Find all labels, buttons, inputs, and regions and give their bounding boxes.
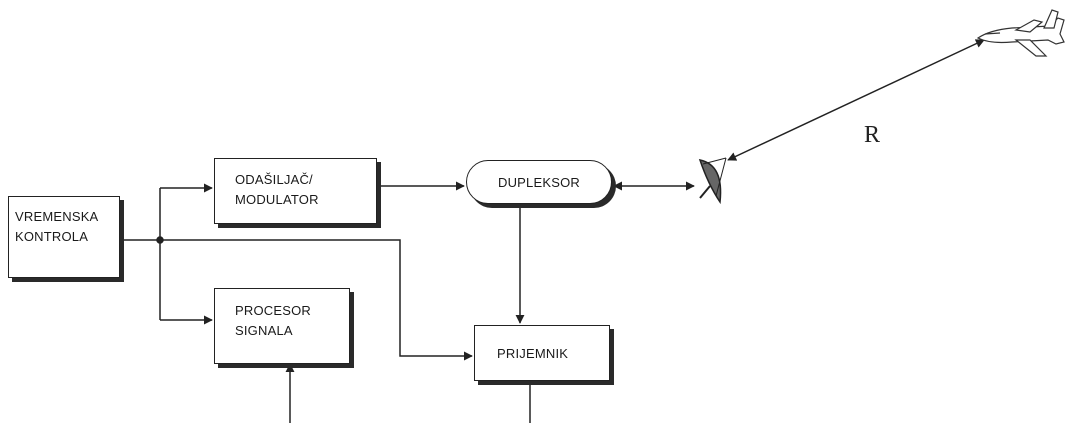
time-control-label-line2: KONTROLA xyxy=(15,229,89,244)
transmitter-label-line1: ODAŠILJAČ/ xyxy=(235,172,313,187)
duplexer-block: DUPLEKSOR xyxy=(466,160,612,204)
time-control-block: VREMENSKA KONTROLA xyxy=(8,196,120,278)
transmitter-label-line2: MODULATOR xyxy=(235,192,319,207)
duplexer-label: DUPLEKSOR xyxy=(498,175,580,190)
processor-label-line1: PROCESOR xyxy=(235,303,312,318)
transmitter-modulator-block: ODAŠILJAČ/ MODULATOR xyxy=(214,158,377,224)
jet-aircraft-icon xyxy=(976,9,1065,57)
range-arrow xyxy=(727,39,985,161)
time-control-label-line1: VREMENSKA xyxy=(15,209,99,224)
processor-label-line2: SIGNALA xyxy=(235,323,293,338)
receiver-block: PRIJEMNIK xyxy=(474,325,610,381)
arrow-to-receiver xyxy=(160,239,473,361)
range-label: R xyxy=(864,122,881,148)
signal-processor-block: PROCESOR SIGNALA xyxy=(214,288,350,364)
receiver-label: PRIJEMNIK xyxy=(497,346,569,361)
radar-dish-icon xyxy=(698,157,727,205)
